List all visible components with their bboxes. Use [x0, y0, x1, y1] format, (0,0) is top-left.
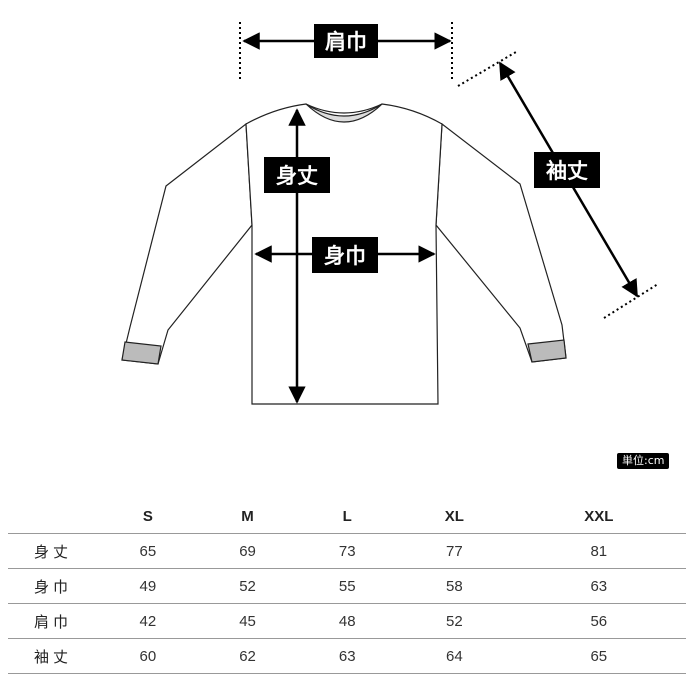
column-header: S: [142, 507, 153, 525]
svg-text:肩巾: 肩巾: [325, 30, 367, 54]
left-sleeve: [121, 122, 253, 365]
sleeve-guide-bottom: [603, 283, 659, 319]
row-label: 身丈: [33, 542, 72, 561]
table-cell: 65: [590, 647, 608, 665]
sleeve-guide-top: [457, 51, 517, 87]
table-cell: 64: [445, 647, 463, 665]
column-header: XL: [444, 507, 464, 525]
collar: [305, 103, 383, 123]
right-cuff: [527, 339, 567, 363]
table-corner: [8, 499, 98, 534]
table-cell: 42: [139, 612, 157, 630]
table-cell: 63: [590, 577, 608, 595]
label-body-width: 身巾: [312, 237, 378, 273]
table-row: 身巾 49 52 55 58 63: [8, 568, 686, 604]
table-row: 袖丈 60 62 63 64 65: [8, 638, 686, 674]
left-cuff: [121, 341, 162, 365]
table-cell: 81: [590, 542, 608, 560]
shirt-measurement-diagram: 肩巾 身丈 身巾 袖丈: [121, 22, 659, 405]
table-cell: 63: [338, 647, 356, 665]
table-cell: 65: [139, 542, 157, 560]
size-table: S M L XL XXL 身丈 65 69 73 77 81 身巾 49 52 …: [8, 499, 686, 674]
table-cell: 55: [338, 577, 356, 595]
table-cell: 60: [139, 647, 157, 665]
table-cell: 56: [590, 612, 608, 630]
table-cell: 48: [338, 612, 356, 630]
column-header: XXL: [584, 507, 614, 525]
label-shoulder-width: 肩巾: [314, 24, 378, 58]
label-body-length: 身丈: [264, 157, 330, 193]
column-header: L: [342, 507, 352, 525]
table-cell: 49: [139, 577, 157, 595]
unit-badge: 単位:cm: [617, 453, 670, 469]
table-cell: 77: [445, 542, 463, 560]
table-cell: 52: [239, 577, 256, 595]
table-row: 肩巾 42 45 48 52 56: [8, 603, 686, 639]
table-cell: 58: [445, 577, 463, 595]
table-cell: 69: [239, 542, 256, 560]
svg-text:身丈: 身丈: [276, 164, 318, 188]
table-cell: 62: [239, 647, 256, 665]
table-row: 身丈 65 69 73 77 81: [8, 533, 686, 569]
table-header-row: S M L XL XXL: [8, 499, 686, 534]
table-cell: 73: [338, 542, 356, 560]
table-cell: 52: [445, 612, 463, 630]
row-label: 袖丈: [33, 647, 72, 666]
row-label: 身巾: [33, 577, 72, 596]
label-sleeve-length: 袖丈: [534, 152, 600, 188]
column-header: M: [241, 507, 254, 525]
row-label: 肩巾: [33, 612, 72, 631]
table-cell: 45: [239, 612, 256, 630]
svg-text:袖丈: 袖丈: [546, 159, 588, 183]
svg-text:身巾: 身巾: [324, 244, 366, 268]
